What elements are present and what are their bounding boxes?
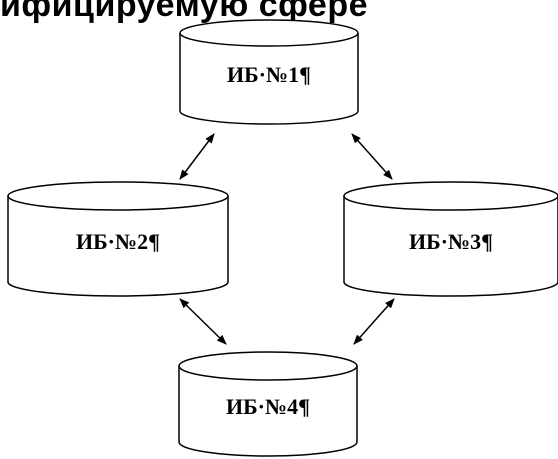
database-node-2-label: ИБ·№2¶ [76, 229, 160, 254]
database-node-3-label: ИБ·№3¶ [409, 229, 493, 254]
database-node-1-label: ИБ·№1¶ [227, 62, 311, 87]
database-node-3: ИБ·№3¶ [343, 181, 558, 297]
connector-ib1-ib3 [351, 133, 393, 180]
database-node-1: ИБ·№1¶ [179, 19, 359, 125]
connector-ib3-ib4 [353, 298, 395, 345]
cropped-heading-line: ифицируемую сфере [0, 0, 368, 24]
database-node-4-label: ИБ·№4¶ [226, 394, 310, 419]
database-node-2: ИБ·№2¶ [7, 181, 229, 297]
connector-ib2-ib4 [179, 298, 227, 345]
connector-ib1-ib2 [179, 133, 215, 180]
cropped-heading-text: ифицируемую сфере [0, 0, 558, 26]
database-node-4: ИБ·№4¶ [178, 351, 358, 457]
